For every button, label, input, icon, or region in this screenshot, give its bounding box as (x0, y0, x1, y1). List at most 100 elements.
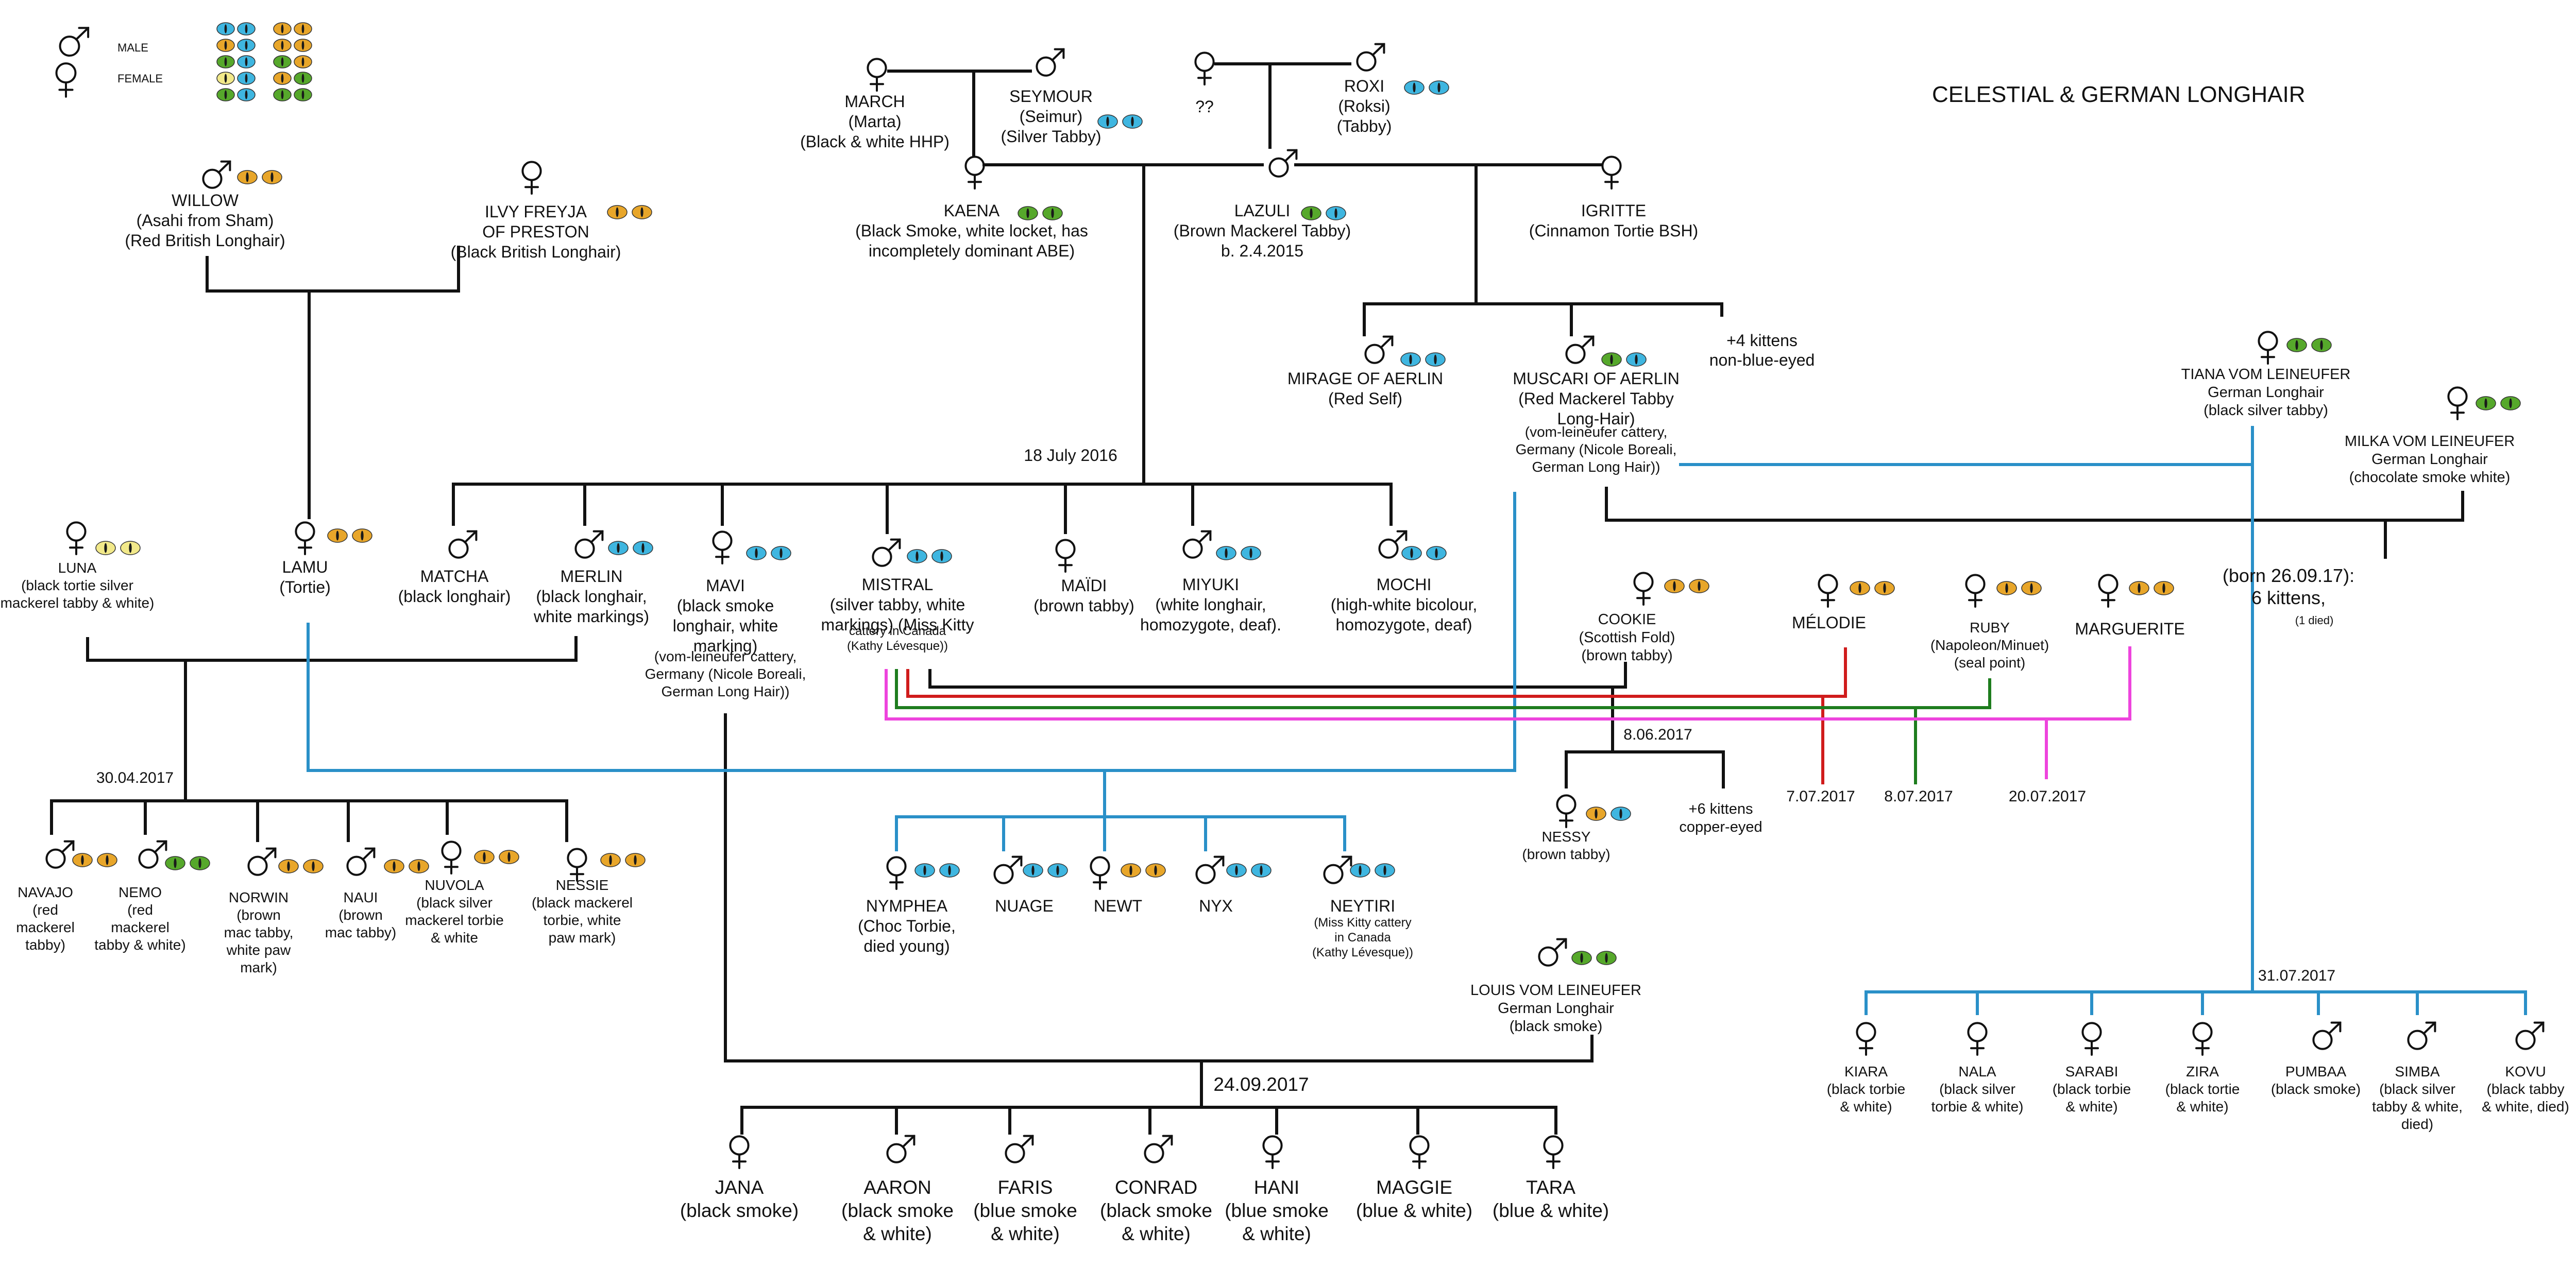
legend-eye-swatch-icon (216, 22, 235, 36)
female-symbol-icon (1409, 1135, 1430, 1169)
note-date-31-07-2017: 31.07.2017 (2258, 967, 2335, 984)
cat-name: NAVAJO (18, 884, 73, 900)
cat-kaena: KAENA(Black Smoke, white locket, hasinco… (855, 156, 1088, 260)
eye-color-icon (1401, 546, 1422, 560)
cat-description: (seal point) (1954, 655, 2026, 671)
legend-eye-swatch-icon (294, 72, 312, 85)
cat-name: AARON (863, 1177, 931, 1198)
female-symbol-icon (886, 856, 907, 890)
cat-description: (blue smoke (973, 1200, 1077, 1221)
cat-kiara: KIARA(black torbie& white) (1827, 1022, 1905, 1114)
eye-color-icon (625, 853, 646, 867)
eye-color-icon (1375, 863, 1395, 878)
cat-description: German Longhair (1498, 1000, 1614, 1017)
male-symbol-icon (1195, 855, 1225, 884)
cat-description: (brown (236, 907, 281, 923)
female-symbol-icon (66, 521, 87, 555)
cat-description: tabby & white, (2372, 1099, 2463, 1114)
cat-jana: JANA(black smoke) (680, 1135, 799, 1221)
cat-igritte: IGRITTE(Cinnamon Tortie BSH) (1529, 156, 1698, 240)
male-symbol-icon (1144, 1135, 1173, 1163)
note-milka-litter: (born 26.09.17): (2223, 565, 2354, 586)
cat-name: MIYUKI (1182, 575, 1239, 594)
cat-description: (Kathy Lévesque)) (847, 639, 948, 653)
female-symbol-icon (1818, 574, 1838, 608)
cat-name: MERLIN (561, 567, 623, 586)
note-date-18-july-2016: 18 July 2016 (1024, 446, 1117, 465)
male-symbol-icon (45, 840, 75, 869)
female-symbol-icon (521, 161, 542, 195)
cat-pumbaa: PUMBAA(black smoke) (2271, 1021, 2361, 1097)
cat-nyx: NYX (1195, 855, 1272, 915)
cat-description: & white) (2176, 1099, 2228, 1114)
cat-matcha: MATCHA(black longhair) (398, 530, 511, 606)
cat-name: MIRAGE OF AERLIN (1287, 369, 1443, 388)
cat-description: (brown tabby) (1581, 647, 1672, 664)
female-symbol-icon (1965, 574, 1986, 608)
legend-eye-swatch-icon (294, 39, 312, 52)
cat-name: JANA (715, 1177, 764, 1198)
legend-eye-swatch-icon (216, 88, 235, 101)
eye-color-icon (1350, 863, 1370, 878)
cat-description: German Longhair (2208, 384, 2324, 401)
cat-description: German Longhair (2371, 451, 2488, 468)
female-symbol-icon (2447, 386, 2468, 420)
eye-color-icon (237, 170, 258, 184)
cat-name: HANI (1254, 1177, 1299, 1198)
eye-color-icon (409, 859, 429, 873)
eye-color-icon (633, 541, 653, 555)
cat-description: (black longhair, (536, 587, 647, 606)
cat-description: (high-white bicolour, (1331, 595, 1478, 614)
eye-color-icon (97, 853, 117, 867)
cat-description: white markings) (533, 607, 649, 626)
cat-description: (blue & white) (1356, 1200, 1472, 1221)
male-symbol-icon (247, 847, 277, 876)
cat-nodes: MARCH(Marta)(Black & white HHP)SEYMOUR(S… (1, 43, 2569, 1244)
cat-description: torbie, white (544, 912, 621, 928)
cat-conrad: CONRAD(black smoke& white) (1100, 1135, 1212, 1244)
legend-eye-swatch-icon (216, 39, 235, 52)
cat-description: died) (2401, 1116, 2433, 1132)
female-symbol-icon (1556, 794, 1577, 828)
cat-description: (blue smoke (1225, 1200, 1329, 1221)
female-symbol-icon (2192, 1022, 2213, 1056)
male-symbol-icon (1268, 149, 1298, 178)
cat-name: MÉLODIE (1792, 613, 1866, 632)
cat-name: KIARA (1844, 1064, 1888, 1079)
cat-description: (Black British Longhair) (451, 243, 621, 261)
cat-faris: FARIS(blue smoke& white) (973, 1135, 1077, 1244)
male-symbol-icon (1364, 335, 1394, 364)
female-symbol-icon (2098, 574, 2119, 608)
cat-description: (black tortie (2165, 1081, 2240, 1097)
cat-name: RUBY (1970, 620, 2010, 636)
cat-name: MARGUERITE (2075, 620, 2184, 638)
cat-name: LAZULI (1234, 201, 1290, 220)
cat-description: & white) (1122, 1223, 1191, 1244)
cat-description: homozygote, deaf). (1140, 615, 1281, 634)
eye-color-icon (1042, 206, 1063, 220)
cat-description: died young) (863, 937, 950, 955)
eye-color-icon (1626, 352, 1647, 367)
legend-eye-swatch-icon (237, 88, 256, 101)
female-symbol-icon (1601, 156, 1622, 190)
cat-description: (silver tabby, white (830, 595, 965, 614)
eye-color-icon (384, 859, 404, 873)
note-kittens-non-blue: +4 kittens (1726, 331, 1798, 350)
eye-color-icon (608, 541, 629, 555)
cat-description: (Scottish Fold) (1579, 629, 1675, 646)
eye-color-icon (1023, 863, 1043, 878)
eye-color-icon (1850, 581, 1870, 595)
cat-description: tabby & white) (94, 937, 185, 953)
legend-eye-swatch-icon (294, 88, 312, 101)
eye-color-icon (746, 546, 767, 560)
eye-color-icon (1326, 206, 1346, 220)
cat-name: ROXI (1344, 77, 1384, 95)
female-symbol-icon (1262, 1135, 1283, 1169)
